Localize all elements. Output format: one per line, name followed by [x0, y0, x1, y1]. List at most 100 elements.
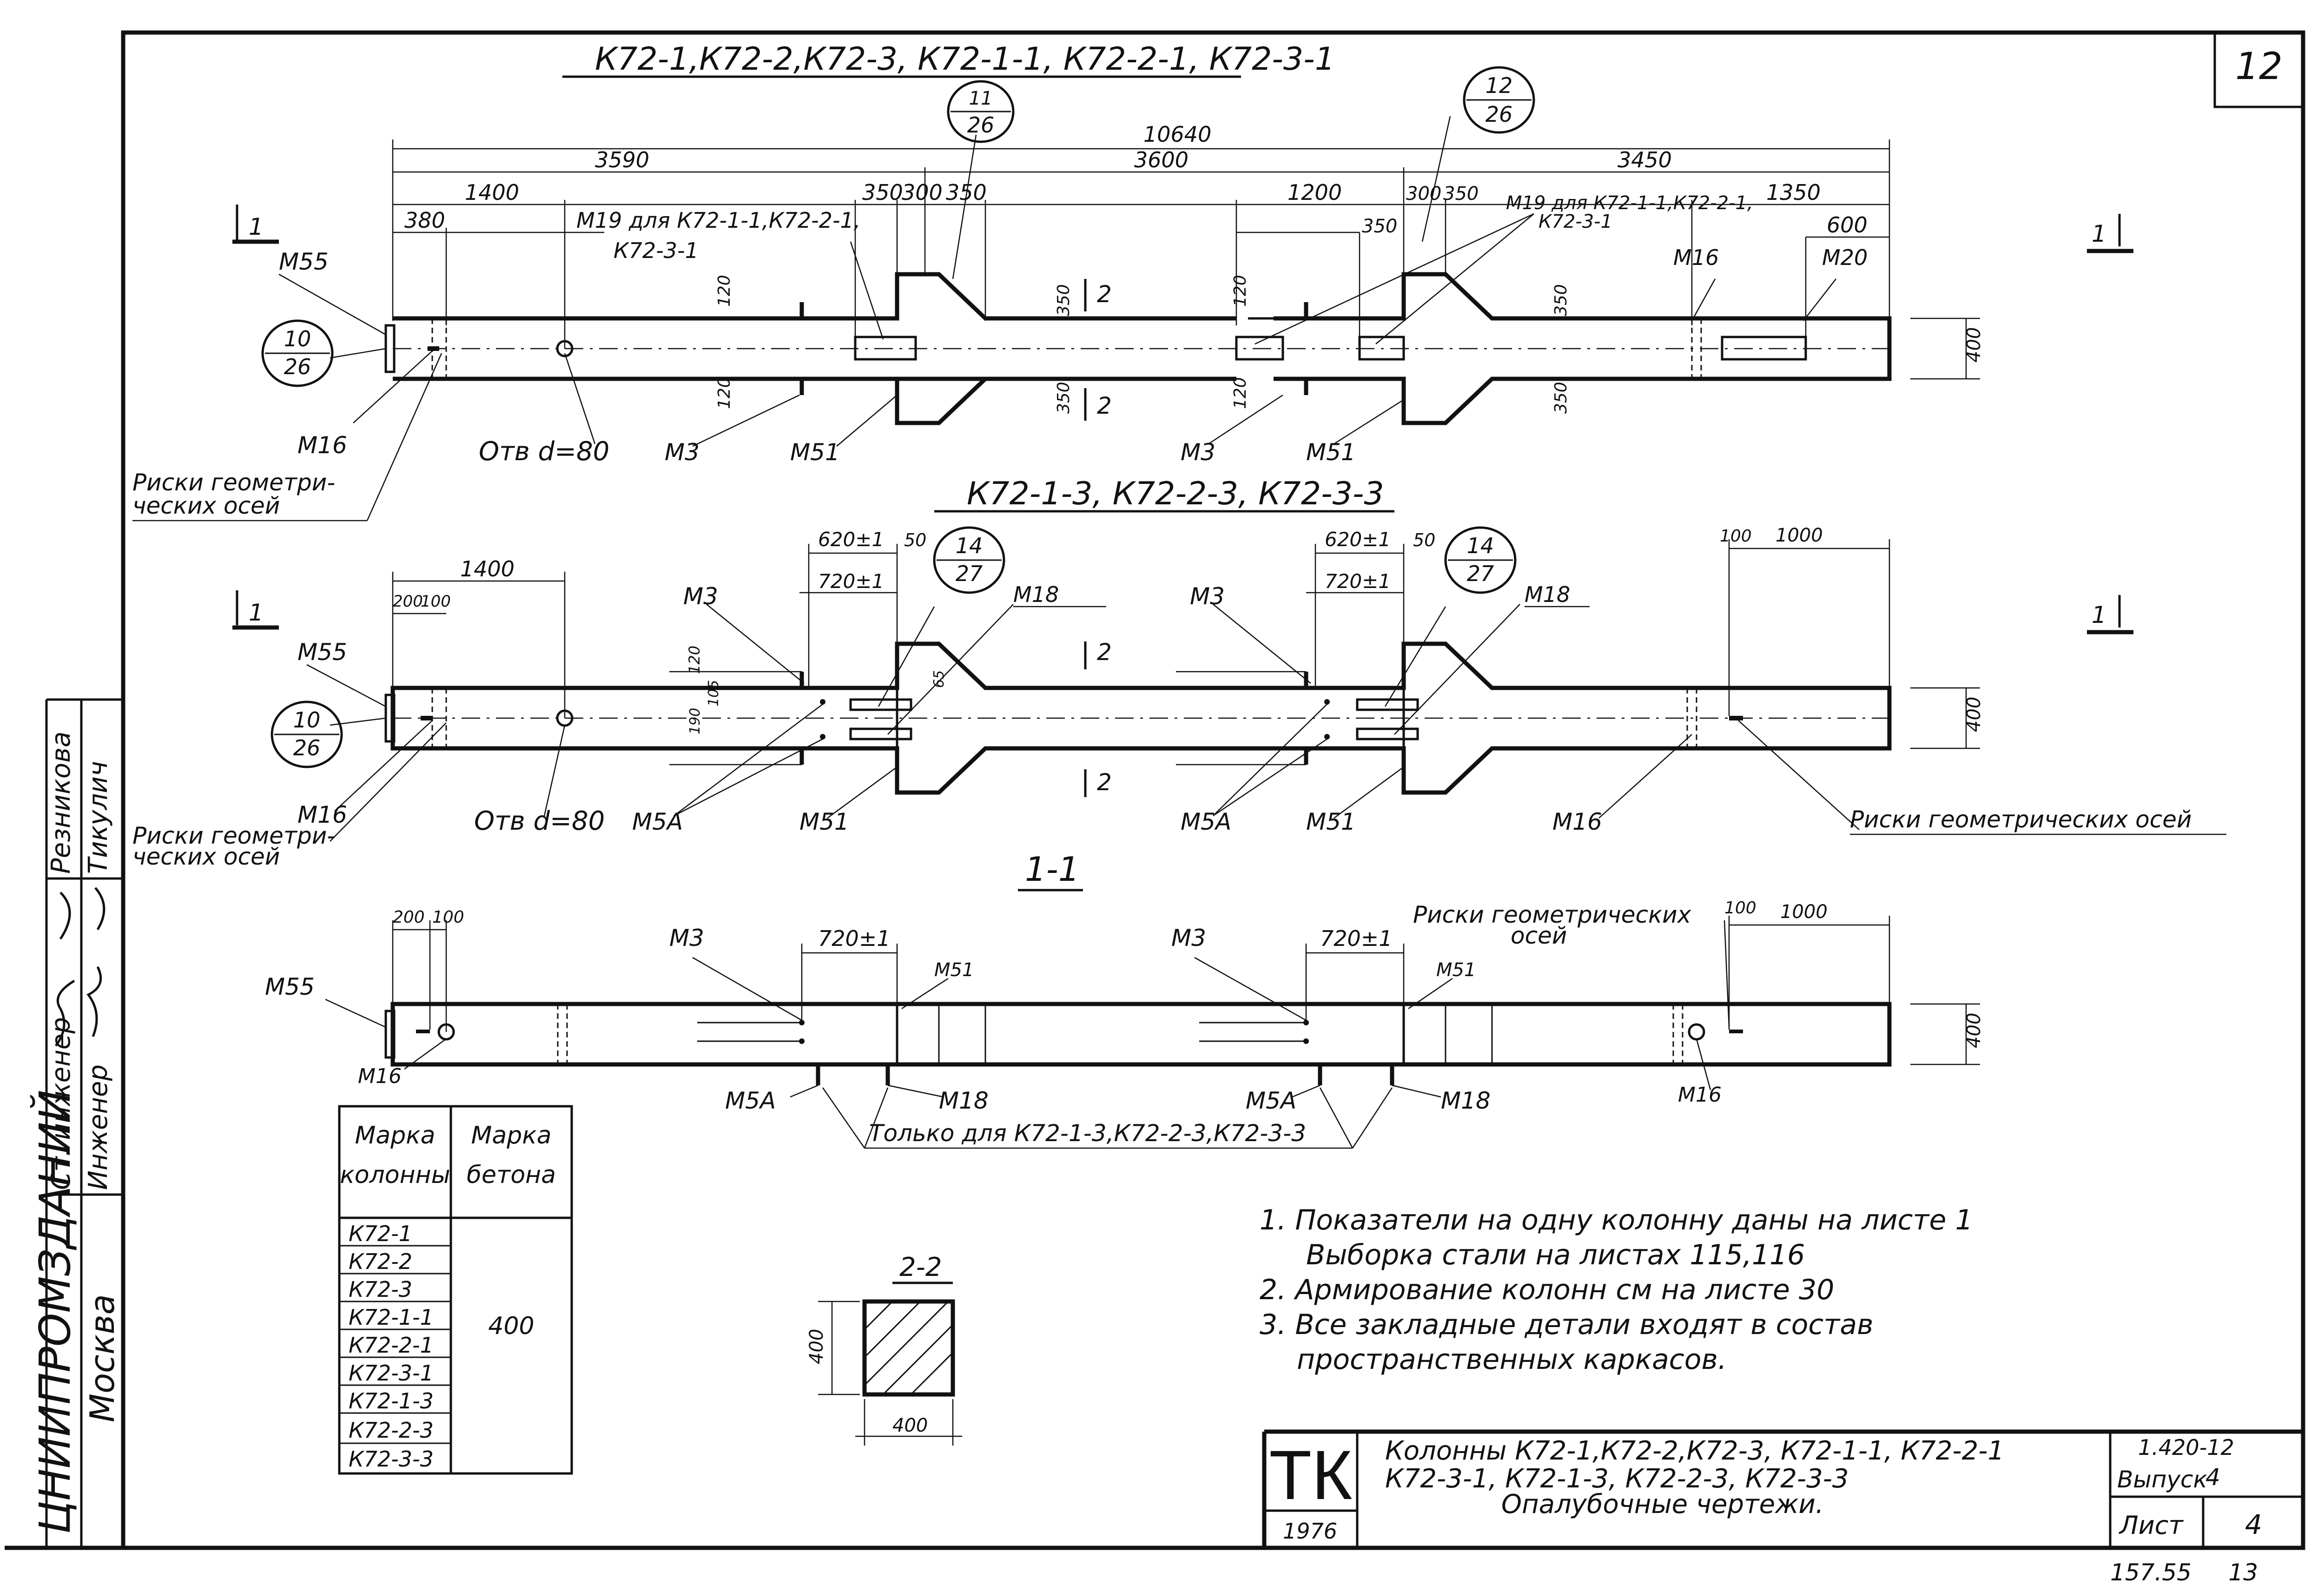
view-b-title: К72-1-3, К72-2-3, К72-3-3	[967, 476, 1384, 512]
svg-text:10: 10	[293, 707, 321, 733]
svg-text:1. Показатели на одну колонну: 1. Показатели на одну колонну даны на ли…	[1260, 1204, 1973, 1236]
svg-text:М16: М16	[1673, 245, 1719, 270]
view-a: К72-1,К72-2,К72-3, К72-1-1, К72-2-1, К72…	[132, 41, 2133, 522]
svg-text:120: 120	[686, 646, 703, 674]
svg-text:120: 120	[715, 377, 734, 409]
notes: 1. Показатели на одну колонну даны на ли…	[1260, 1204, 1973, 1376]
svg-text:К72-3-1, К72-1-3, К72-2-3, К72: К72-3-1, К72-1-3, К72-2-3, К72-3-3	[1385, 1464, 1849, 1494]
stamp-corner: 157.55 13	[2110, 1559, 2258, 1586]
svg-text:Колонны К72-1,К72-2,К72-3, К72: Колонны К72-1,К72-2,К72-3, К72-1-1, К72-…	[1385, 1436, 2004, 1466]
svg-text:ческих осей: ческих осей	[132, 492, 280, 519]
svg-text:400: 400	[488, 1312, 534, 1340]
svg-text:26: 26	[284, 354, 311, 379]
signature-2	[59, 887, 106, 940]
svg-text:М20: М20	[1822, 245, 1868, 270]
svg-text:Марка: Марка	[471, 1122, 551, 1149]
svg-text:1000: 1000	[1776, 525, 1823, 546]
svg-text:М18: М18	[1525, 582, 1570, 607]
svg-text:350: 350	[1054, 284, 1073, 316]
svg-text:27: 27	[1467, 561, 1494, 586]
svg-text:М18: М18	[939, 1087, 989, 1114]
svg-text:50: 50	[904, 530, 926, 550]
section-2-2: 2-2 400 400	[806, 1252, 962, 1446]
svg-text:4: 4	[2205, 1464, 2220, 1491]
svg-text:1.420-12: 1.420-12	[2138, 1435, 2234, 1460]
svg-text:380: 380	[404, 208, 445, 233]
svg-text:Выпуск: Выпуск	[2117, 1466, 2207, 1493]
svg-text:350: 350	[862, 180, 903, 205]
sheet-number: 12	[2235, 45, 2283, 88]
svg-text:120: 120	[1231, 275, 1250, 307]
table-row: К72-1	[349, 1221, 412, 1246]
svg-text:М5А: М5А	[632, 808, 683, 835]
svg-text:М19 для К72-1-1,К72-2-1,: М19 для К72-1-1,К72-2-1,	[576, 208, 860, 233]
svg-text:М18: М18	[1013, 582, 1059, 607]
svg-text:Опалубочные чертежи.: Опалубочные чертежи.	[1501, 1489, 1824, 1519]
svg-text:12: 12	[1486, 73, 1513, 98]
svg-text:1400: 1400	[460, 556, 515, 581]
svg-text:2: 2	[1097, 281, 1112, 308]
svg-text:2: 2	[1097, 392, 1112, 419]
svg-text:2: 2	[1097, 639, 1112, 666]
svg-text:350: 350	[1552, 382, 1571, 414]
svg-text:Отв d=80: Отв d=80	[479, 436, 609, 467]
view-b: К72-1-3, К72-2-3, К72-3-3	[132, 476, 2226, 870]
org-city: Москва	[83, 1294, 122, 1422]
svg-text:350: 350	[1443, 183, 1479, 205]
svg-text:50: 50	[1413, 530, 1435, 550]
svg-text:1350: 1350	[1766, 180, 1821, 205]
detail-bubble	[947, 80, 1015, 143]
svg-text:М18: М18	[1441, 1087, 1491, 1114]
table-row: К72-3-3	[349, 1447, 434, 1472]
svg-text:М5А: М5А	[725, 1087, 776, 1114]
svg-text:720±1: 720±1	[818, 926, 891, 951]
svg-text:350: 350	[1552, 284, 1571, 316]
svg-text:11: 11	[969, 88, 993, 109]
column-outline-c	[390, 1002, 1892, 1067]
svg-text:3. Все закладные детали входят: 3. Все закладные детали входят в состав	[1260, 1308, 1873, 1341]
svg-text:К72-3-1: К72-3-1	[1538, 211, 1612, 232]
table-row: К72-1-3	[349, 1388, 434, 1414]
svg-text:120: 120	[1231, 377, 1250, 409]
svg-text:К72-3-1: К72-3-1	[614, 238, 699, 263]
svg-text:М5А: М5А	[1246, 1087, 1296, 1114]
svg-text:2. Армирование колонн см на ли: 2. Армирование колонн см на листе 30	[1260, 1274, 1834, 1306]
svg-text:М55: М55	[279, 248, 329, 275]
svg-text:14: 14	[1467, 533, 1494, 558]
svg-text:1976: 1976	[1283, 1519, 1337, 1544]
svg-text:350: 350	[1362, 216, 1397, 237]
signature-1	[54, 966, 102, 1047]
svg-text:1400: 1400	[465, 180, 519, 205]
svg-text:М3: М3	[1190, 583, 1225, 610]
view-c-title: 1-1	[1025, 850, 1080, 889]
svg-text:Риски геометри-: Риски геометри-	[132, 469, 335, 496]
svg-text:2-2: 2-2	[899, 1252, 942, 1282]
view-c: 1-1	[265, 850, 1985, 1149]
svg-text:М16: М16	[297, 432, 347, 459]
svg-text:3590: 3590	[595, 147, 649, 172]
table-row: К72-1-1	[349, 1305, 434, 1330]
svg-text:400: 400	[1963, 1013, 1985, 1048]
svg-text:3450: 3450	[1618, 147, 1672, 172]
svg-text:ческих осей: ческих осей	[132, 843, 280, 870]
view-a-title: К72-1,К72-2,К72-3, К72-1-1, К72-2-1, К72…	[595, 41, 1335, 78]
svg-text:200: 200	[393, 908, 425, 927]
logo-tk: ТК	[1269, 1436, 1352, 1514]
svg-text:4: 4	[2245, 1509, 2262, 1540]
svg-text:100: 100	[1720, 527, 1752, 546]
table-row: К72-2	[349, 1249, 412, 1274]
svg-text:14: 14	[956, 533, 983, 558]
svg-text:620±1: 620±1	[1325, 528, 1391, 551]
detail-bubble	[1444, 526, 1517, 594]
table-row: К72-3	[349, 1277, 412, 1302]
svg-text:350: 350	[1054, 382, 1073, 414]
left-strip: ЦНИИПРОМЗДАНИЙ Москва Ст. инженер Инжене…	[30, 698, 123, 1548]
svg-text:М16: М16	[1678, 1083, 1722, 1107]
svg-text:300: 300	[1406, 183, 1441, 205]
svg-text:100: 100	[1724, 898, 1756, 918]
svg-text:3600: 3600	[1134, 147, 1188, 172]
svg-text:27: 27	[956, 561, 983, 586]
svg-text:100: 100	[432, 908, 464, 927]
svg-text:1: 1	[249, 599, 264, 626]
